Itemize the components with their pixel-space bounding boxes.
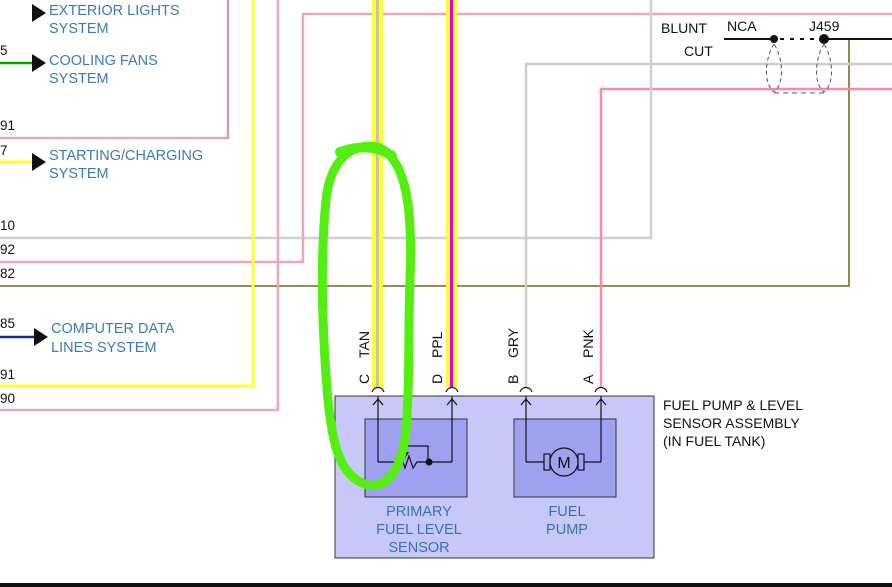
- pin-d-color: PPL: [429, 331, 445, 358]
- assembly-label-3: (IN FUEL TANK): [663, 433, 765, 449]
- wire-82-olive: [0, 40, 850, 287]
- system-label-3a: STARTING/CHARGING: [49, 148, 203, 164]
- num-90: 90: [0, 391, 15, 406]
- wire-91-yellow: [0, 0, 255, 388]
- wire-92-pink: [0, 12, 892, 264]
- pump-label-1: FUEL: [548, 504, 585, 520]
- splice-nca-label: NCA: [727, 18, 757, 34]
- wire-ppl-center: [450, 0, 453, 388]
- pin-a-label: A: [580, 374, 596, 384]
- num-82: 82: [0, 266, 15, 281]
- pin-arrowheads: [372, 398, 607, 406]
- splice-cut-label: CUT: [684, 43, 713, 59]
- num-91-bottom: 91: [0, 367, 15, 382]
- green-highlight-circle: [317, 141, 416, 490]
- pin-c-color: TAN: [356, 331, 372, 358]
- arrow-starting-charging: [32, 153, 46, 171]
- sensor-label-3: SENSOR: [388, 540, 449, 556]
- system-label-2b: SYSTEM: [49, 71, 109, 87]
- pump-label-2: PUMP: [546, 522, 588, 538]
- num-computer: 85: [0, 316, 15, 331]
- motor-symbol: M: [557, 455, 570, 472]
- arrow-exterior-lights: [32, 4, 46, 22]
- shield-loop-1: [766, 43, 782, 93]
- connector-pins: [371, 386, 608, 462]
- motor-icon: [549, 447, 579, 477]
- splice-blunt-label: BLUNT: [661, 20, 707, 36]
- assembly-label-1: FUEL PUMP & LEVEL: [663, 397, 803, 413]
- system-label-4b: LINES SYSTEM: [51, 340, 157, 356]
- arrow-computer-data: [34, 328, 48, 346]
- wire-gry: [524, 62, 892, 388]
- wire-90-pink: [0, 0, 280, 412]
- num-starting: 7: [0, 143, 8, 158]
- system-label-1b: SYSTEM: [49, 21, 109, 37]
- num-10: 10: [0, 218, 15, 233]
- pin-c-label: C: [356, 374, 372, 384]
- system-label-3b: SYSTEM: [49, 166, 109, 182]
- system-label-4a: COMPUTER DATA: [51, 321, 175, 337]
- splice-dot-j459: [819, 34, 829, 44]
- num-cooling: 5: [0, 43, 8, 58]
- pin-b-label: B: [505, 375, 521, 384]
- sensor-label-2: FUEL LEVEL: [376, 522, 462, 538]
- pin-d-label: D: [429, 374, 445, 384]
- sensor-junction-dot: [425, 458, 433, 466]
- shield-loop-2: [816, 43, 832, 93]
- assembly-label-2: SENSOR ASSEMBLY: [663, 415, 800, 431]
- system-label-1a: EXTERIOR LIGHTS: [49, 3, 180, 19]
- num-91-top: 91: [0, 118, 15, 133]
- green-highlight-stroke: [335, 142, 397, 161]
- num-92: 92: [0, 242, 15, 257]
- pin-b-color: GRY: [505, 327, 521, 358]
- pin-a-color: PNK: [580, 329, 596, 358]
- splice-dot-nca: [770, 35, 778, 43]
- wire-pnk: [599, 87, 892, 388]
- wire-tan-center: [376, 0, 379, 388]
- system-label-2a: COOLING FANS: [49, 53, 158, 69]
- arrow-cooling-fans: [32, 54, 46, 72]
- bottom-edge: [0, 583, 892, 587]
- sensor-label-1: PRIMARY: [386, 504, 452, 520]
- splice-ref-label: J459: [809, 18, 840, 34]
